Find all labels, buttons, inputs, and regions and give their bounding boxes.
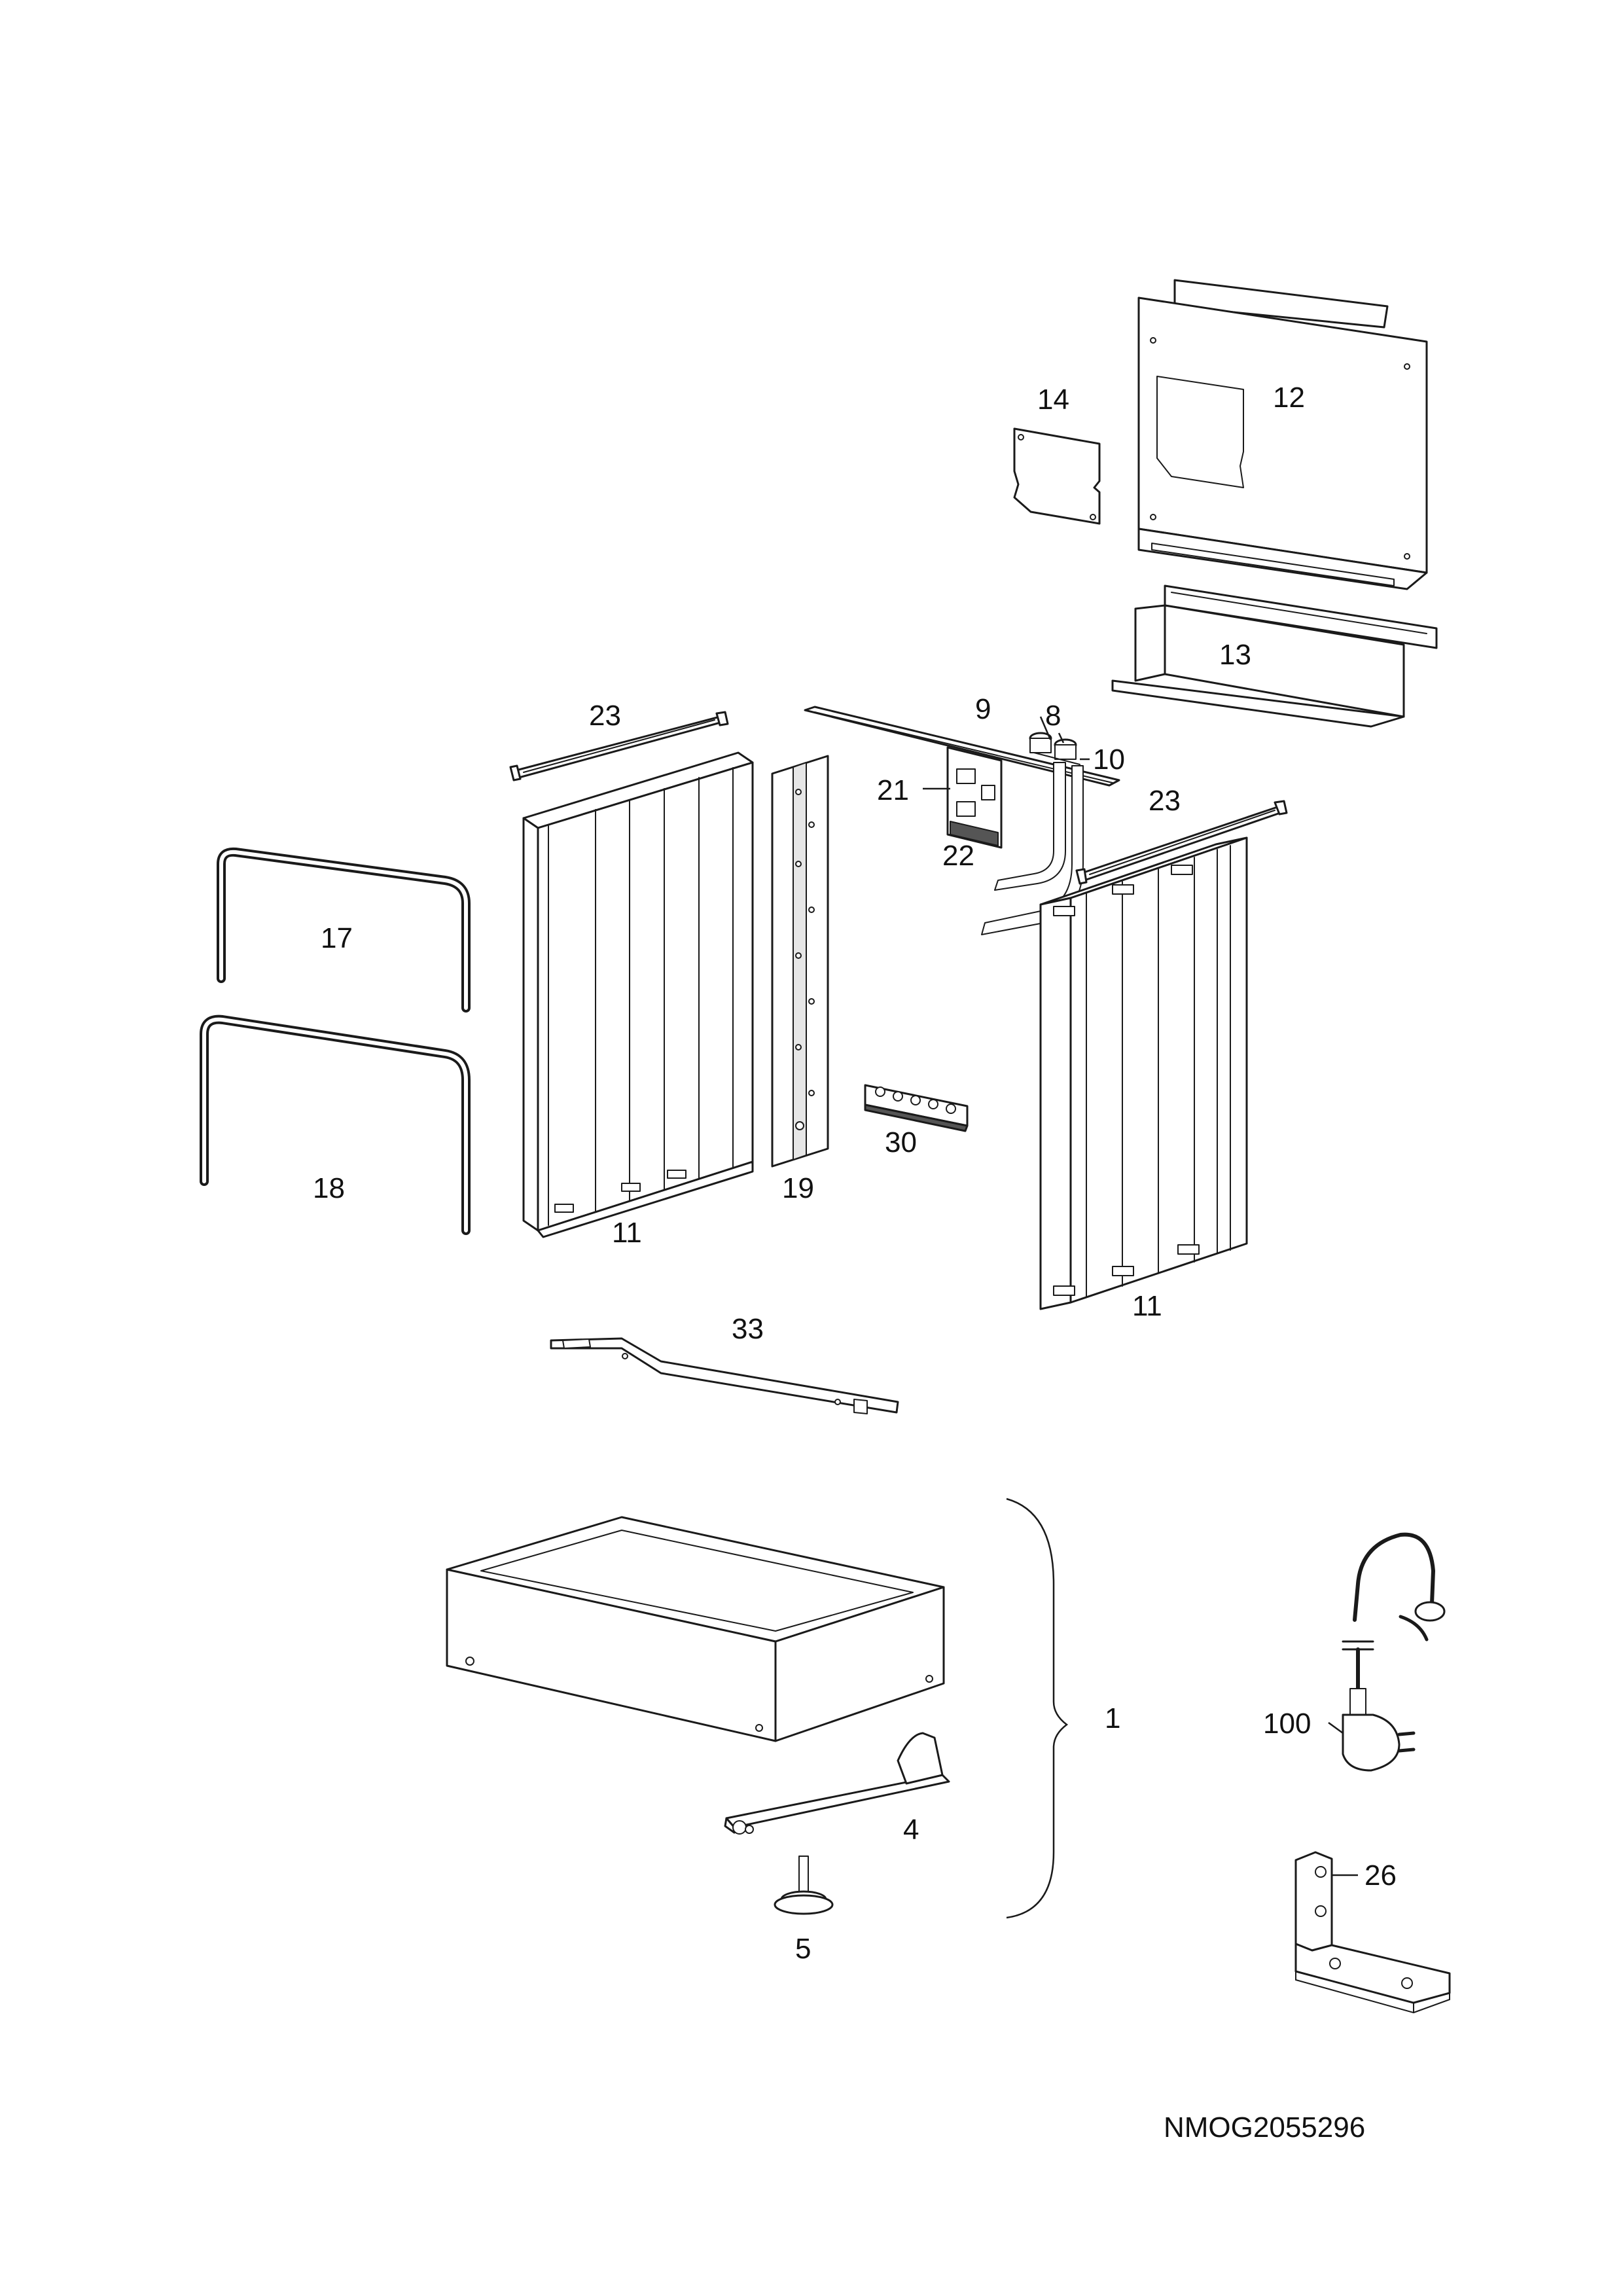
callout-19: 19 [782,1172,814,1204]
callout-labels: 12 14 13 23 9 8 10 21 22 23 17 18 19 30 … [313,382,1397,1965]
callout-11-left: 11 [612,1217,642,1249]
part-33-base-bracket [550,1337,899,1414]
callout-1: 1 [1105,1702,1120,1734]
part-23-top-rail-left [509,711,729,781]
callout-14: 14 [1037,384,1069,416]
callout-18: 18 [313,1172,345,1204]
part-18-door-gasket [200,1014,471,1235]
part-14-cover-plate [1013,427,1101,525]
part-23-top-rail-right [1075,800,1288,885]
part-12-back-panel [1137,279,1428,590]
part-26-anti-tilt-bracket [1294,1851,1451,2013]
callout-10: 10 [1093,744,1125,776]
callout-21: 21 [877,774,909,806]
part-1-plinth-base [446,1516,945,1742]
part-11-side-panel-left [522,751,754,1238]
callout-5: 5 [795,1933,811,1965]
part-100-power-cord [1342,1532,1446,1772]
part-30-control-bar [864,1084,969,1132]
callout-17: 17 [321,922,353,954]
callout-4: 4 [903,1814,919,1846]
part-19-vertical-bracket [771,755,829,1168]
part-17-door-gasket [217,847,471,1013]
callout-23-right: 23 [1149,785,1181,817]
callout-8: 8 [1045,700,1061,732]
callout-11-right: 11 [1132,1290,1162,1322]
callout-100: 100 [1263,1708,1311,1740]
callout-13: 13 [1219,639,1251,671]
callout-30: 30 [885,1126,917,1158]
callout-23-left: 23 [589,700,621,732]
part-11-side-panel-right [1039,836,1248,1310]
callout-26: 26 [1364,1859,1397,1892]
leader-lines [923,716,1358,1876]
callout-9: 9 [975,693,991,725]
diagram-code: NMOG2055296 [1164,2111,1365,2144]
part-8-9-cable-glands [1029,732,1077,760]
part-13-bottom-channel [1111,584,1438,728]
callout-22: 22 [942,840,974,872]
part-5-adjustable-foot [774,1856,834,1915]
part-4-leg-rail [724,1732,950,1835]
part-22-terminal-strip [950,821,999,846]
callout-33: 33 [732,1313,764,1345]
callout-12: 12 [1273,382,1305,414]
part-21-mounting-plate [946,746,1003,849]
